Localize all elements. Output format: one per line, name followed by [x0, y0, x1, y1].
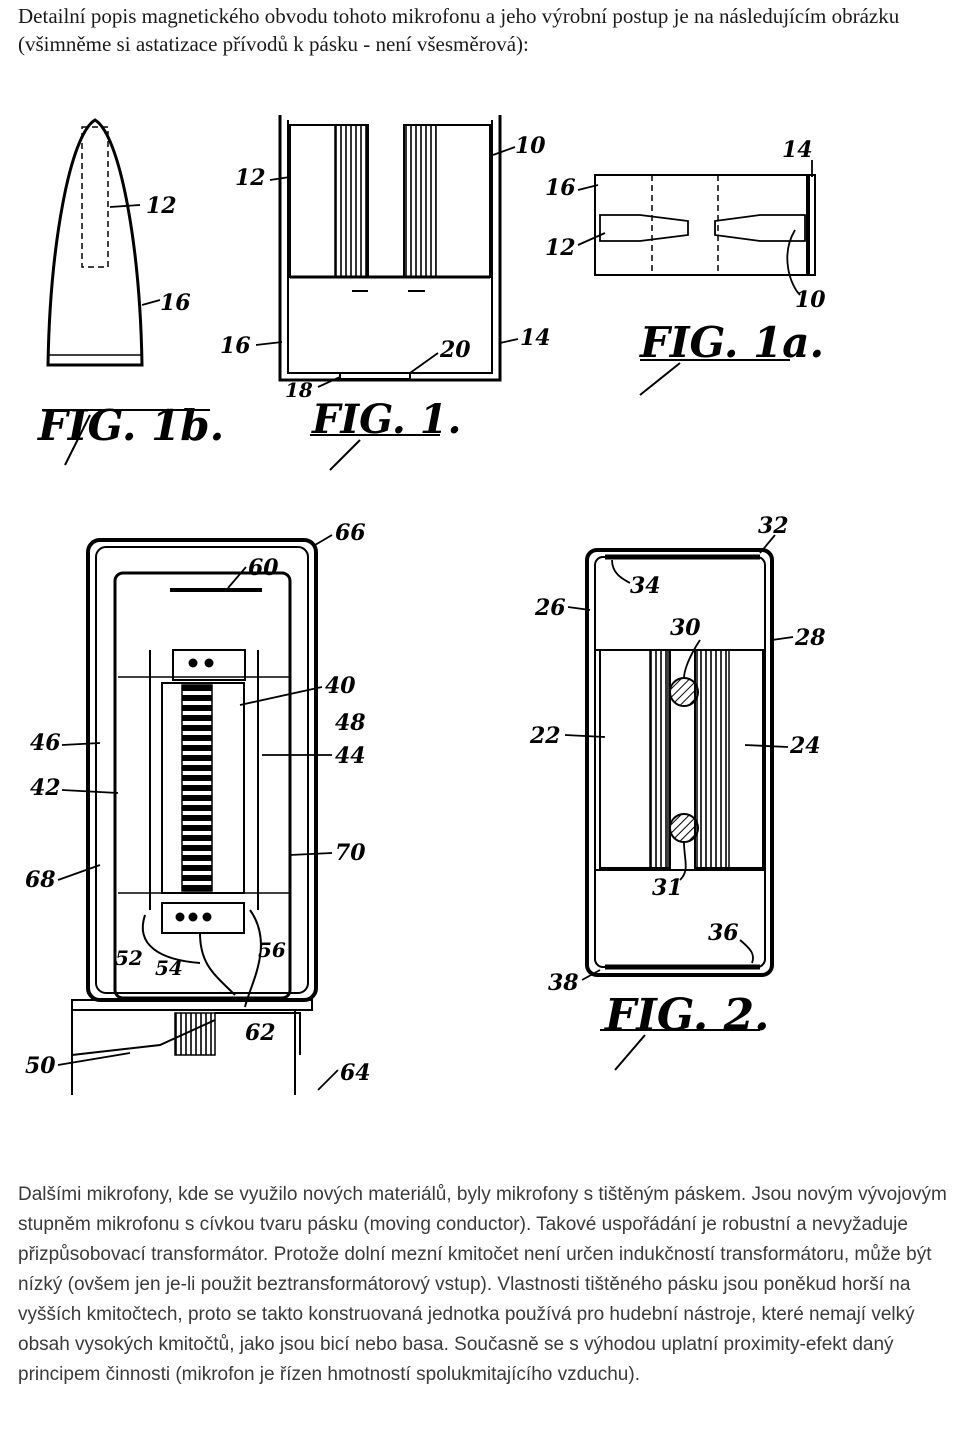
- fig3-label-54: 54: [155, 956, 183, 980]
- fig1-label-10: 10: [515, 133, 546, 159]
- fig1-label-16: 16: [220, 333, 251, 359]
- fig1-drawing: 12 10 16 14 20 18 FIG. 1.: [220, 115, 551, 471]
- fig1b-drawing: 12 16 FIG. 1b.: [37, 118, 224, 466]
- fig2-label-32: 32: [758, 513, 789, 539]
- fig3-label-46: 46: [30, 730, 61, 756]
- fig3-drawing: 66 60 40 48 44 70 46 42 68 52 54 56 62 5…: [25, 520, 371, 1095]
- fig1b-caption: FIG. 1b.: [37, 401, 224, 450]
- fig3-label-40: 40: [325, 673, 356, 699]
- fig1a-drawing: 16 12 14 10 FIG. 1a.: [545, 137, 826, 396]
- fig2-label-36: 36: [708, 920, 739, 946]
- fig2-label-38: 38: [548, 970, 579, 996]
- body-paragraph: Dalšími mikrofony, kde se využilo nových…: [18, 1184, 947, 1385]
- fig1a-label-12: 12: [545, 235, 576, 261]
- fig1a-label-16: 16: [545, 175, 576, 201]
- fig1-label-12: 12: [235, 165, 266, 191]
- fig1a-caption: FIG. 1a.: [639, 318, 824, 367]
- fig3-label-44: 44: [335, 743, 366, 769]
- fig3-label-64: 64: [340, 1060, 371, 1086]
- fig2-label-30: 30: [670, 615, 701, 641]
- fig3-label-62: 62: [245, 1020, 276, 1046]
- intro-paragraph: Detailní popis magnetického obvodu tohot…: [18, 4, 900, 56]
- fig1b-label-16: 16: [160, 290, 191, 316]
- fig3-label-52: 52: [115, 946, 143, 970]
- fig3-label-60: 60: [248, 555, 279, 581]
- fig1b-label-12: 12: [146, 193, 177, 219]
- fig2-label-28: 28: [794, 625, 826, 651]
- fig3-label-42: 42: [30, 775, 61, 801]
- fig3-label-68: 68: [25, 867, 56, 893]
- fig1-label-20: 20: [439, 337, 471, 363]
- fig1-caption: FIG. 1.: [311, 396, 461, 443]
- fig2-label-24: 24: [789, 733, 821, 759]
- fig2-caption: FIG. 2.: [603, 990, 769, 1041]
- fig3-label-48: 48: [335, 710, 366, 736]
- fig3-label-56: 56: [258, 938, 286, 962]
- fig2-label-26: 26: [534, 595, 566, 621]
- fig3-label-50: 50: [25, 1053, 56, 1079]
- fig3-label-66: 66: [335, 520, 366, 546]
- patent-drawings: 12 16 FIG. 1b. 12 10 16 14 20 18 FIG. 1.: [0, 95, 960, 1115]
- fig1-label-18: 18: [285, 378, 313, 402]
- fig3-label-70: 70: [335, 840, 366, 866]
- fig2-label-31: 31: [652, 875, 683, 901]
- fig2-label-22: 22: [529, 723, 561, 749]
- fig1-label-14: 14: [520, 325, 551, 351]
- fig2-drawing: 32 26 34 30 28 22 24 31 36 38 FIG. 2.: [529, 513, 826, 1071]
- fig1a-label-10: 10: [795, 287, 826, 313]
- fig1a-label-14: 14: [782, 137, 813, 163]
- fig2-label-34: 34: [630, 573, 661, 599]
